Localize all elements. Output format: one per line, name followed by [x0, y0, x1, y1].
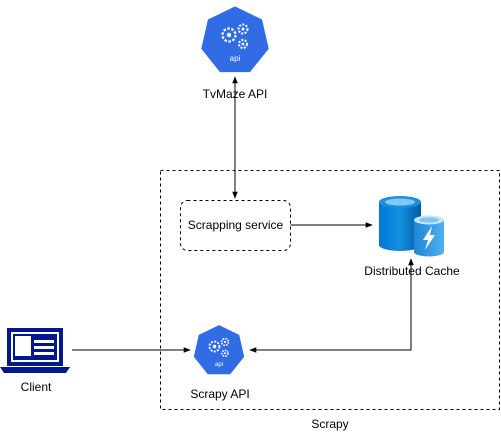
distributed-cache-node: Distributed Cache: [364, 196, 460, 278]
edges: [72, 76, 414, 353]
scrapy-group-label: Scrapy: [311, 417, 348, 431]
tvmaze-api-label: TvMaze API: [203, 87, 268, 101]
kubernetes-api-icon: api: [198, 3, 272, 75]
scrapping-service-node: Scrapping service: [180, 200, 291, 251]
azure-cache-redis-icon: [379, 196, 444, 257]
scrapy-api-icon-text: api: [215, 362, 223, 368]
scrapy-api-label: Scrapy API: [190, 387, 249, 401]
scrapping-service-box: [180, 200, 291, 251]
edge-cache-scrapyapi: [249, 258, 414, 353]
client-label: Client: [21, 380, 52, 394]
scrapping-service-label: Scrapping service: [188, 218, 284, 232]
client-node: Client: [0, 328, 70, 394]
scrapy-group-border: [160, 170, 500, 410]
tvmaze-api-node: api TvMaze API: [198, 3, 272, 101]
kubernetes-api-icon: api: [191, 322, 247, 377]
scrapy-api-node: api Scrapy API: [190, 322, 250, 401]
scrapy-group: Scrapy: [160, 170, 500, 431]
tvmaze-api-icon-text: api: [230, 54, 241, 63]
distributed-cache-label: Distributed Cache: [364, 264, 460, 278]
laptop-icon: [0, 328, 70, 373]
